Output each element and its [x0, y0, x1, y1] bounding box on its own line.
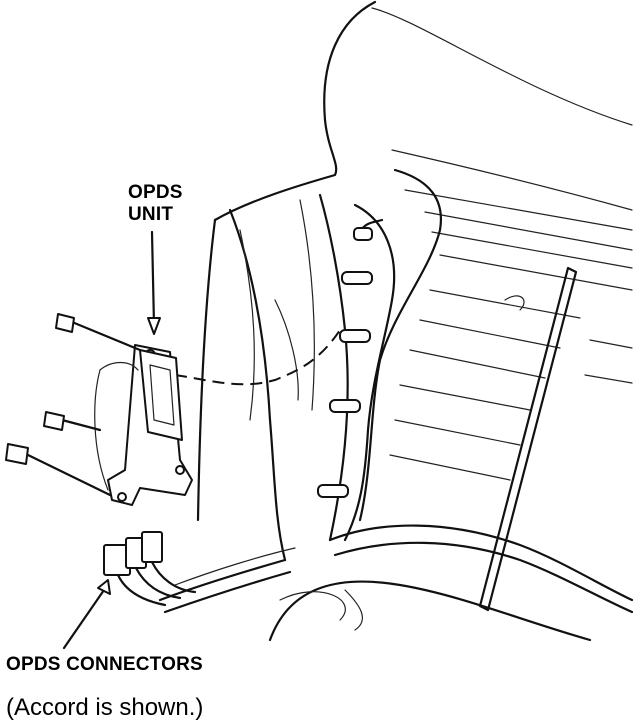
hidden-wire	[174, 329, 341, 386]
wire-harness	[158, 524, 634, 614]
rear-seat-cushion	[371, 7, 633, 481]
connectors-leader	[62, 588, 106, 650]
bolts	[5, 313, 142, 497]
seat-springs	[317, 218, 384, 498]
opds-unit	[139, 349, 183, 441]
seat-back-frame	[196, 0, 442, 562]
seat-rod	[478, 266, 578, 612]
opds-connectors	[103, 531, 197, 607]
lower-cushion	[268, 580, 592, 642]
opds-unit-label-line1: OPDS	[128, 182, 183, 203]
unit-leader	[150, 230, 156, 327]
figure-caption: (Accord is shown.)	[6, 694, 204, 721]
opds-unit-label-line2: UNIT	[128, 204, 174, 225]
leader-lines	[62, 230, 161, 650]
opds-unit-label: OPDS UNIT	[128, 182, 183, 226]
opds-connectors-label: OPDS CONNECTORS	[6, 654, 203, 675]
